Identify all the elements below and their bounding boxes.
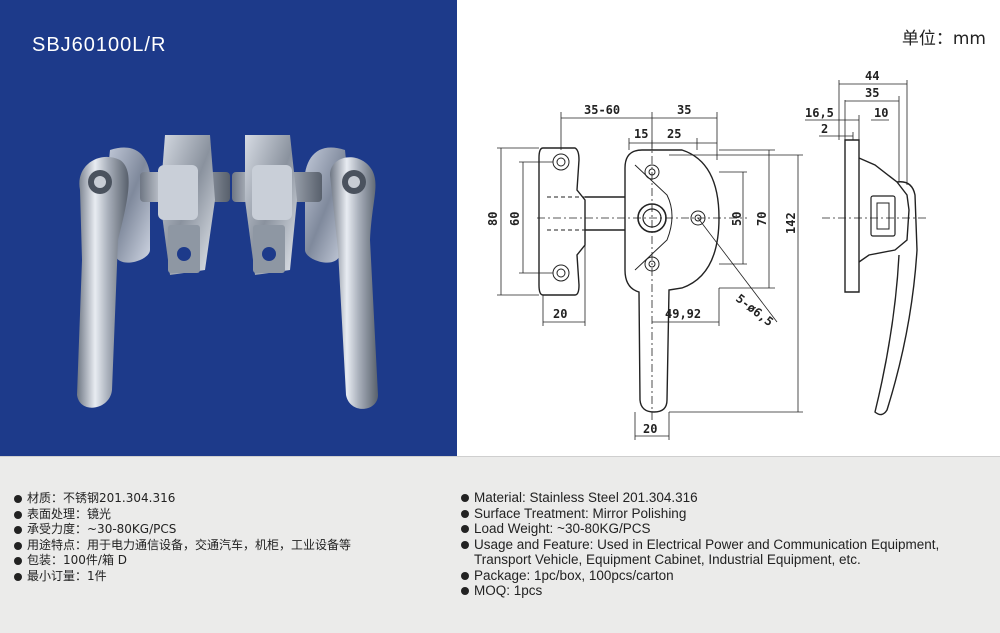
drawing-canvas: 35-60 35 15 25 80 60 50 70 142 20 49,92 … [486,69,927,440]
dim-20-left: 20 [553,307,567,321]
dim-35-60: 35-60 [584,103,620,117]
dim-50: 50 [730,212,744,226]
spec-en-material: Material: Stainless Steel 201.304.316 [461,490,939,506]
dim-25: 25 [667,127,681,141]
front-view [497,112,803,440]
spec-cn-moq: 最小订量：1件 [14,569,351,585]
spec-en-moq: MOQ: 1pcs [461,583,939,599]
dim-10: 10 [874,106,888,120]
spec-en-package: Package: 1pc/box, 100pcs/carton [461,568,939,584]
product-photo [77,135,378,409]
dim-44: 44 [865,69,879,83]
spec-list-english: Material: Stainless Steel 201.304.316 Su… [461,490,939,599]
spec-cn-usage: 用途特点：用于电力通信设备，交通汽车，机柜，工业设备等 [14,538,351,554]
dim-20-bottom: 20 [643,422,657,436]
dim-35-top: 35 [677,103,691,117]
spec-cn-material: 材质：不锈钢201.304.316 [14,491,351,507]
dim-80: 80 [486,212,500,226]
dim-35-side: 35 [865,86,879,100]
model-title: SBJ60100L/R [32,34,167,56]
left-handle-image [77,135,230,408]
spec-panel: 材质：不锈钢201.304.316 表面处理：镜光 承受力度：~30-80KG/… [0,456,1000,633]
spec-en-usage: Usage and Feature: Used in Electrical Po… [461,537,939,553]
dimension-labels: 35-60 35 15 25 80 60 50 70 142 20 49,92 … [486,69,888,436]
spec-cn-package: 包装：100件/箱 D [14,553,351,569]
dim-70: 70 [755,212,769,226]
right-handle-image [232,135,378,409]
side-view [805,80,927,416]
dim-60: 60 [508,212,522,226]
product-photo-panel: SBJ60100L/R [0,0,457,456]
dim-holes: 5-ø6,5 [733,291,776,329]
spec-cn-surface: 表面处理：镜光 [14,507,351,523]
spec-cn-load: 承受力度：~30-80KG/PCS [14,522,351,538]
dim-2: 2 [821,122,828,136]
technical-drawing: 单位：mm [457,0,1000,456]
spec-list-chinese: 材质：不锈钢201.304.316 表面处理：镜光 承受力度：~30-80KG/… [14,491,351,584]
spec-en-usage-cont: Transport Vehicle, Equipment Cabinet, In… [474,552,861,567]
spec-en-load: Load Weight: ~30-80KG/PCS [461,521,939,537]
dim-15: 15 [634,127,648,141]
dim-142: 142 [784,212,798,234]
spec-en-surface: Surface Treatment: Mirror Polishing [461,506,939,522]
dim-49-92: 49,92 [665,307,701,321]
unit-label: 单位：mm [901,29,986,49]
dim-16-5: 16,5 [805,106,834,120]
